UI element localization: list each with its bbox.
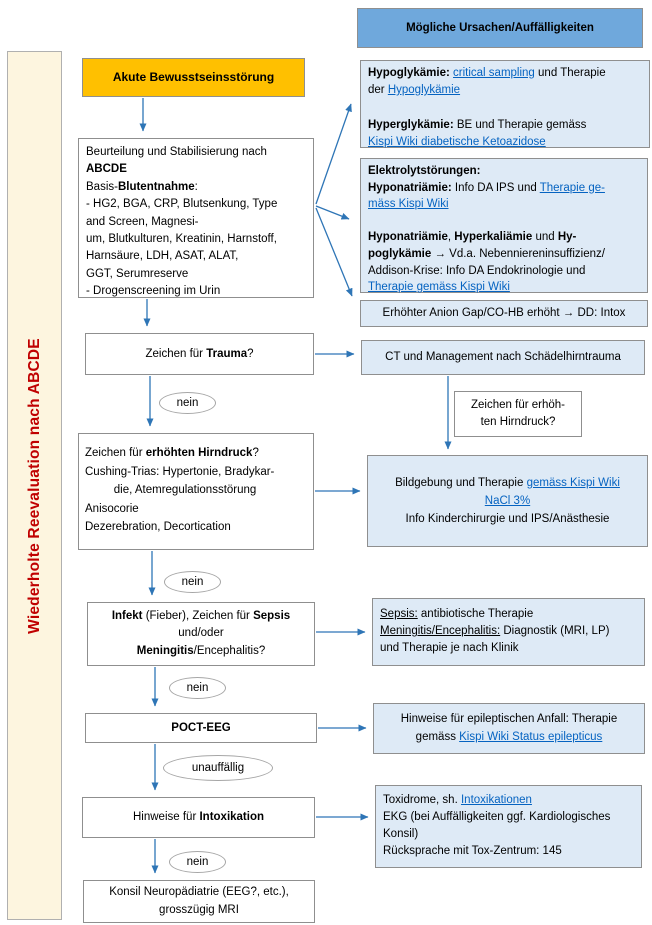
panel-ct-management: CT und Management nach Schädelhirntrauma <box>361 340 645 375</box>
panel-elektrolyt: Elektrolytstörungen:Hyponatriämie: Info … <box>360 158 648 293</box>
decision-label: unauffällig <box>191 762 245 774</box>
hyperlink[interactable]: mäss Kispi Wiki <box>368 198 449 211</box>
hyperlink[interactable]: Hypoglykämie <box>387 84 461 97</box>
panel-bildgebung-text: Bildgebung und Therapie gemäss Kispi Wik… <box>395 477 620 525</box>
hyperlink[interactable]: critical sampling <box>453 67 535 79</box>
hyperlink[interactable]: NaCl 3% <box>484 495 531 507</box>
panel-anion-gap-text: Erhöhter Anion Gap/CO-HB erhöht → DD: In… <box>382 307 626 319</box>
panel-anion-gap: Erhöhter Anion Gap/CO-HB erhöht → DD: In… <box>360 300 648 327</box>
arrow-assess-to-hypo <box>315 103 352 205</box>
panel-ct-text: CT und Management nach Schädelhirntrauma <box>385 351 621 363</box>
arrow-assess-to-anion <box>315 207 353 297</box>
decision-nein-1: nein <box>159 392 216 414</box>
hyperlink[interactable]: Therapie ge- <box>539 181 605 194</box>
node-trauma-question: Zeichen für Trauma? <box>85 333 314 375</box>
node-hirndruck-text: Zeichen für erhöhten Hirndruck?Cushing-T… <box>85 447 275 534</box>
decision-label: nein <box>181 576 204 588</box>
decision-label: nein <box>186 856 209 868</box>
decision-nein-4: nein <box>169 851 226 873</box>
decision-nein-2: nein <box>164 571 221 593</box>
arrow-assess-to-elektro <box>315 205 350 220</box>
decision-nein-3: nein <box>169 677 226 699</box>
node-poct-text: POCT-EEG <box>171 721 231 734</box>
hyperlink[interactable]: Intoxikationen <box>460 794 532 806</box>
node-konsil-text: Konsil Neuropädiatrie (EEG?, etc.),gross… <box>109 886 289 916</box>
node-trauma-text: Zeichen für Trauma? <box>145 347 254 360</box>
node-intoxikation-question: Hinweise für Intoxikation <box>82 797 315 838</box>
hyperlink[interactable]: gemäss Kispi Wiki <box>526 477 620 489</box>
decision-label: nein <box>186 682 209 694</box>
panel-hypoglykaemie: Hypoglykämie: critical sampling und Ther… <box>360 60 650 148</box>
node-intoxikation-text: Hinweise für Intoxikation <box>133 811 264 823</box>
panel-bildgebung: Bildgebung und Therapie gemäss Kispi Wik… <box>367 455 648 547</box>
hyperlink[interactable]: Kispi Wiki Status epilepticus <box>459 730 603 743</box>
node-start-text: Akute Bewusstseinsstörung <box>112 70 275 84</box>
node-start: Akute Bewusstseinsstörung <box>82 58 305 97</box>
node-konsil: Konsil Neuropädiatrie (EEG?, etc.),gross… <box>83 880 315 923</box>
header-label: Mögliche Ursachen/Auffälligkeiten <box>406 21 594 34</box>
hyperlink[interactable]: Therapie gemäss Kispi Wiki <box>368 281 510 294</box>
panel-elektrolyt-text: Elektrolytstörungen:Hyponatriämie: Info … <box>368 165 605 294</box>
node-poct-eeg: POCT-EEG <box>85 713 317 743</box>
header-possible-causes: Mögliche Ursachen/Auffälligkeiten <box>357 8 643 48</box>
label-hirndruck-condition-text: Zeichen für erhöh-ten Hirndruck? <box>471 399 565 428</box>
panel-hypoglykaemie-text: Hypoglykämie: critical sampling und Ther… <box>368 67 606 148</box>
banner-label: Wiederholte Reevaluation nach ABCDE <box>25 337 43 634</box>
panel-epilepsie-text: Hinweise für epileptischen Anfall: Thera… <box>400 713 618 743</box>
label-hirndruck-condition: Zeichen für erhöh-ten Hirndruck? <box>454 391 582 437</box>
node-hirndruck-question: Zeichen für erhöhten Hirndruck?Cushing-T… <box>78 433 314 550</box>
decision-label: nein <box>176 397 199 409</box>
hyperlink[interactable]: Kispi Wiki diabetische Ketoazidose <box>368 135 546 148</box>
banner-reevaluation: Wiederholte Reevaluation nach ABCDE <box>7 51 62 920</box>
decision-unauffaellig: unauffällig <box>163 755 273 781</box>
panel-epilepsie: Hinweise für epileptischen Anfall: Thera… <box>373 703 645 754</box>
